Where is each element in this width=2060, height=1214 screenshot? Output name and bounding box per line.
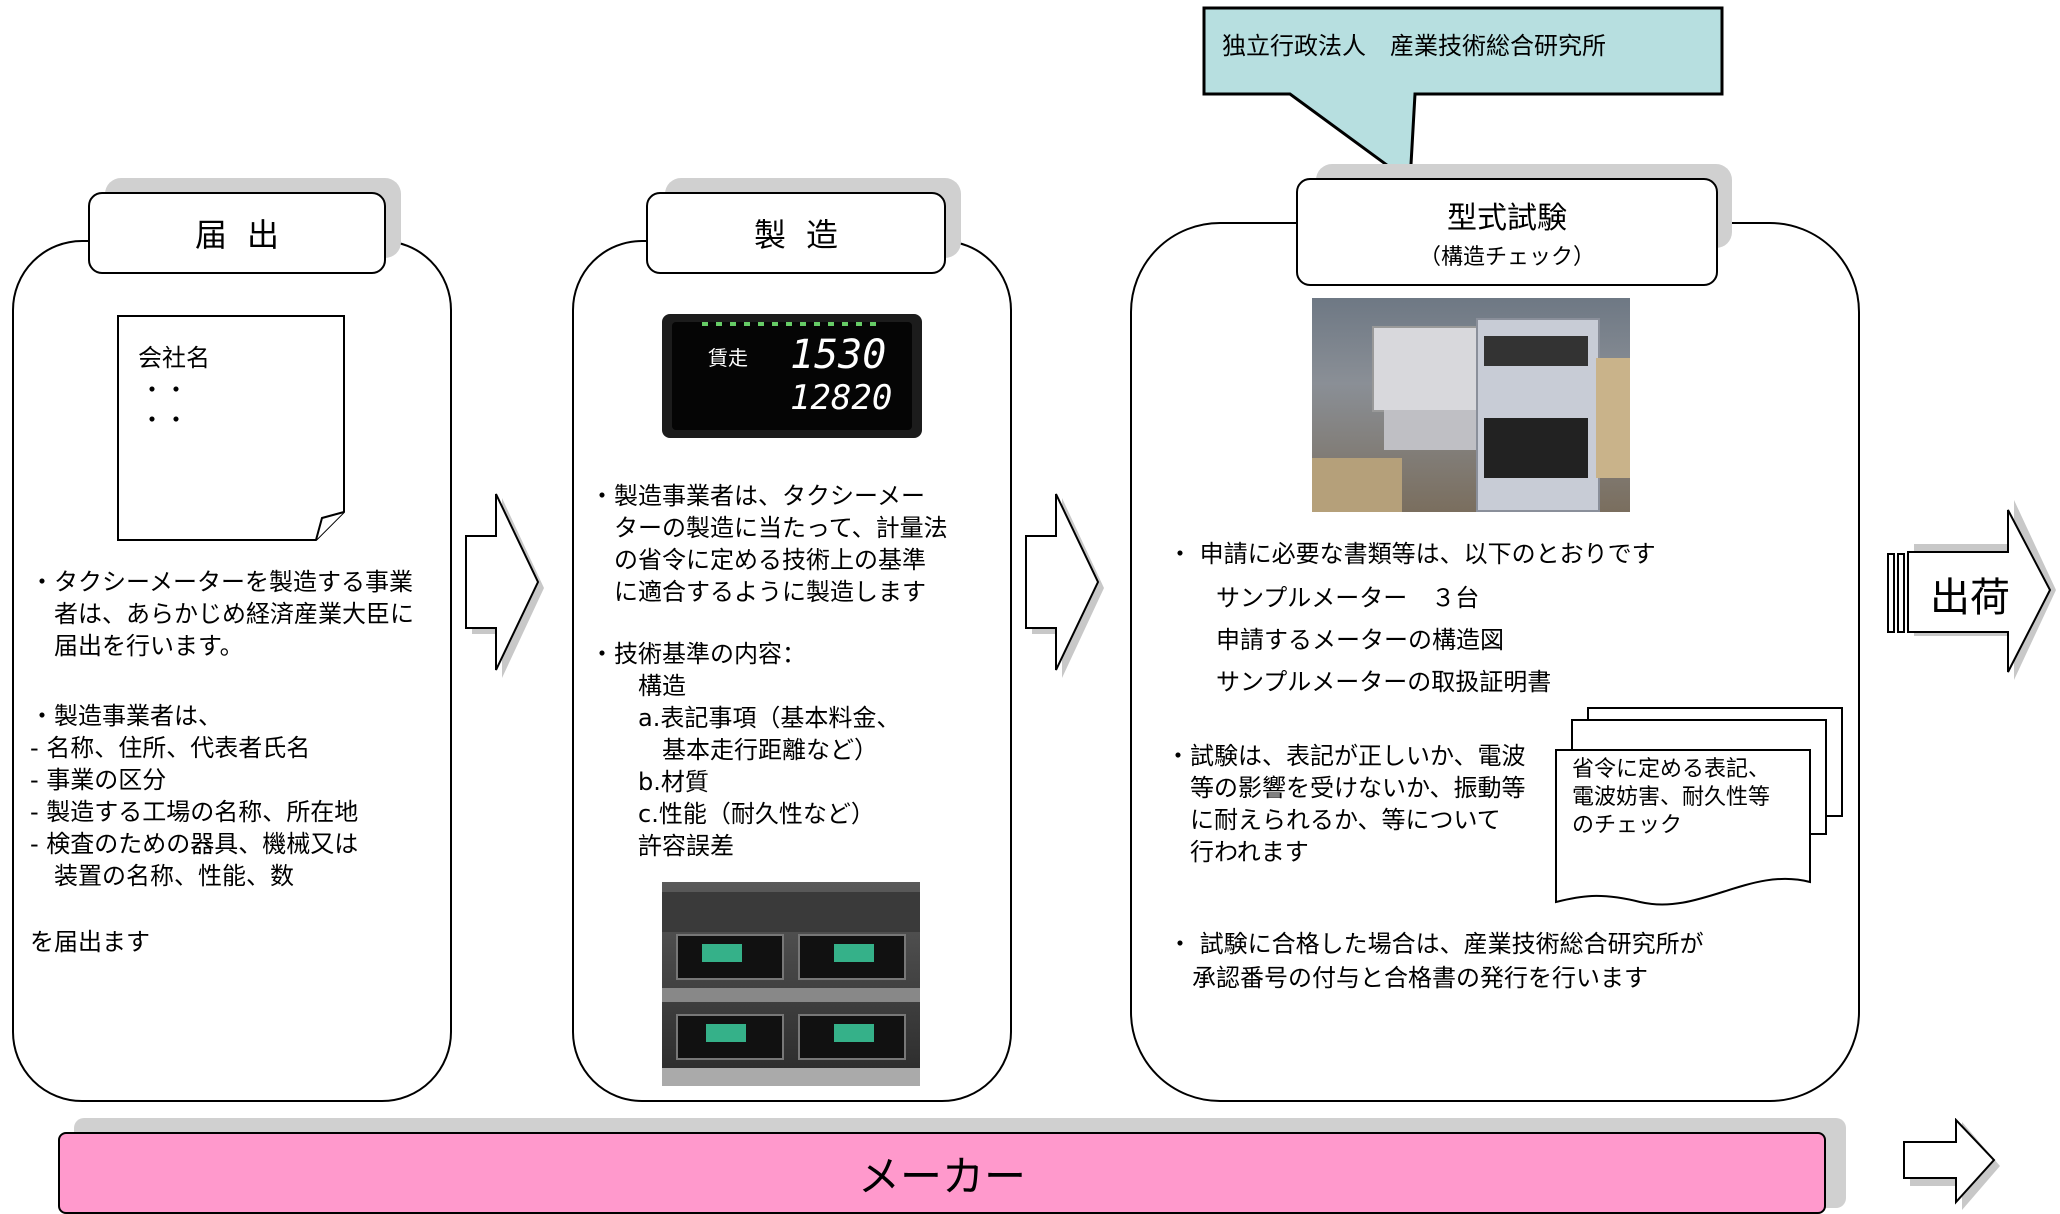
manufacturing-title: 製造 bbox=[753, 216, 858, 254]
text-line: 許容誤差 bbox=[590, 832, 734, 860]
type-test-title: 型式試験 bbox=[1447, 201, 1567, 236]
text-line: ・試験は、表記が正しいか、電波 bbox=[1166, 742, 1526, 770]
text-line: ・製造事業者は、タクシーメー bbox=[590, 482, 926, 510]
stacked-documents-icon bbox=[1555, 707, 1843, 906]
notification-title: 届出 bbox=[194, 216, 299, 254]
document-company-name: 会社名 bbox=[138, 344, 210, 372]
text-line: ・タクシーメーターを製造する事業 bbox=[30, 568, 414, 596]
text-line: 基本走行距離など） bbox=[590, 736, 878, 764]
maker-bar: メーカー bbox=[58, 1132, 1826, 1214]
text-line: ターの製造に当たって、計量法 bbox=[590, 514, 948, 542]
document-dots: ・・ bbox=[140, 406, 188, 434]
shipping-arrow-icon bbox=[1887, 500, 2056, 680]
flow-arrow-icon bbox=[465, 493, 544, 678]
text-line: ・ 試験に合格した場合は、産業技術総合研究所が bbox=[1168, 930, 1704, 958]
text-line: に適合するように製造します bbox=[590, 578, 926, 606]
text-line: - 製造する工場の名称、所在地 bbox=[30, 798, 359, 826]
note-line: のチェック bbox=[1572, 813, 1683, 838]
maker-label: メーカー bbox=[857, 1151, 1026, 1201]
callout-bubble bbox=[1202, 6, 1724, 185]
taximeter-display-photo: 賃走 1530 12820 bbox=[662, 314, 922, 438]
text-line: 届出を行います。 bbox=[30, 632, 244, 660]
text-line: - 事業の区分 bbox=[30, 766, 167, 794]
meters-stack-photo bbox=[662, 882, 920, 1086]
text-line: サンプルメーター ３台 bbox=[1168, 584, 1480, 612]
text-line: 承認番号の付与と合格書の発行を行います bbox=[1168, 964, 1648, 992]
notification-tab: 届出 bbox=[88, 192, 386, 274]
text-line: 者は、あらかじめ経済産業大臣に bbox=[30, 600, 414, 628]
text-line: ・ 申請に必要な書類等は、以下のとおりです bbox=[1168, 540, 1656, 568]
manufacturing-tab: 製造 bbox=[646, 192, 946, 274]
document-icon bbox=[117, 315, 345, 541]
text-line: 構造 bbox=[590, 672, 686, 700]
text-line: 装置の名称、性能、数 bbox=[30, 862, 294, 890]
text-line: 行われます bbox=[1166, 838, 1309, 866]
type-test-subtitle: （構造チェック） bbox=[1418, 245, 1595, 270]
text-line: - 検査のための器具、機械又は bbox=[30, 830, 359, 858]
small-arrow-icon bbox=[1903, 1118, 2000, 1210]
text-line: の省令に定める技術上の基準 bbox=[590, 546, 926, 574]
text-line: - 名称、住所、代表者氏名 bbox=[30, 734, 311, 762]
meter-value-2: 12820 bbox=[790, 378, 893, 418]
text-line: ・製造事業者は、 bbox=[30, 702, 222, 730]
notification-panel bbox=[12, 240, 452, 1102]
note-line: 電波妨害、耐久性等 bbox=[1572, 785, 1771, 810]
text-line: に耐えられるか、等について bbox=[1166, 806, 1501, 834]
text-line: サンプルメーターの取扱証明書 bbox=[1168, 668, 1552, 696]
text-line: b.材質 bbox=[590, 768, 709, 796]
text-line: を届出ます bbox=[30, 928, 150, 956]
test-lab-photo bbox=[1312, 298, 1630, 512]
text-line: 申請するメーターの構造図 bbox=[1168, 626, 1504, 654]
type-test-tab: 型式試験 （構造チェック） bbox=[1296, 178, 1718, 286]
shipping-label: 出荷 bbox=[1930, 575, 2010, 621]
callout-text: 独立行政法人 産業技術総合研究所 bbox=[1222, 32, 1606, 60]
flow-arrow-icon bbox=[1025, 493, 1104, 678]
note-line: 省令に定める表記、 bbox=[1572, 757, 1771, 782]
text-line: ・技術基準の内容： bbox=[590, 640, 806, 668]
text-line: a.表記事項（基本料金、 bbox=[590, 704, 901, 732]
meter-value-1: 1530 bbox=[790, 332, 887, 378]
text-line: 等の影響を受けないか、振動等 bbox=[1166, 774, 1526, 802]
text-line: c.性能（耐久性など） bbox=[590, 800, 875, 828]
document-dots: ・・ bbox=[140, 376, 188, 404]
meter-label: 賃走 bbox=[708, 346, 748, 370]
